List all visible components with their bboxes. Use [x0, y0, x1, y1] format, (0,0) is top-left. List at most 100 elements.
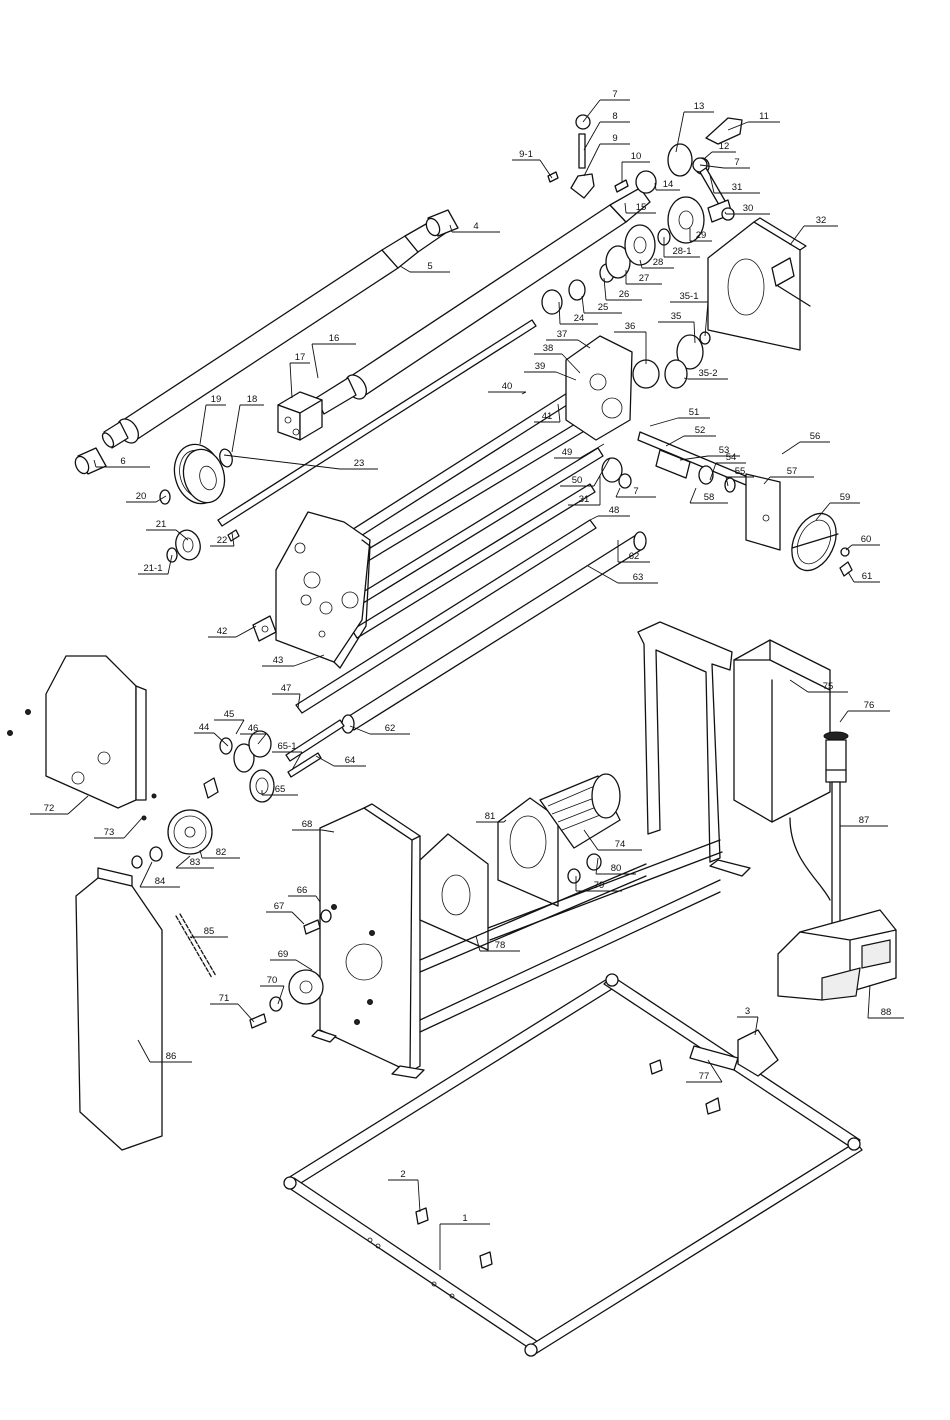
- clamp-parts: [548, 115, 628, 198]
- callout: 14: [655, 179, 680, 190]
- callout-label: 70: [267, 975, 278, 986]
- callout: 40: [488, 381, 526, 394]
- callout-label: 60: [861, 534, 872, 545]
- callout-label: 10: [631, 151, 642, 162]
- callout-label: 31: [579, 494, 590, 505]
- callout-label: 66: [297, 885, 308, 896]
- callout-label: 64: [345, 755, 356, 766]
- callout: 25: [582, 296, 622, 313]
- callout-label: 74: [615, 839, 626, 850]
- callout: 67: [266, 901, 304, 924]
- callout-label: 9-1: [519, 149, 533, 160]
- callout-label: 51: [689, 407, 700, 418]
- callout-label: 39: [535, 361, 546, 372]
- callout-label: 17: [295, 352, 306, 363]
- callout-label: 44: [199, 722, 210, 733]
- callout-label: 36: [625, 321, 636, 332]
- callout-label: 8: [612, 111, 617, 122]
- callout-label: 63: [633, 572, 644, 583]
- chain-part: [176, 914, 216, 978]
- callout-label: 9: [612, 133, 617, 144]
- callout-leader-line: [200, 405, 206, 444]
- callout: 27: [626, 270, 662, 284]
- small-sprocket-part: [250, 910, 331, 1028]
- callout-label: 37: [557, 329, 568, 340]
- callout-label: 32: [816, 215, 827, 226]
- callout: 3: [737, 1006, 758, 1035]
- callout-leader-line: [868, 985, 870, 1018]
- callout-label: 3: [745, 1006, 750, 1017]
- large-gear-part: [168, 439, 234, 509]
- callout-leader-line: [68, 796, 88, 814]
- callout: 56: [782, 431, 830, 454]
- motor-plate-part: [420, 834, 488, 950]
- callout-label: 28-1: [672, 246, 691, 257]
- callout-leader-line: [294, 655, 324, 666]
- callout-label: 62: [385, 723, 396, 734]
- control-box-part: [734, 640, 830, 900]
- callout-label: 7: [633, 486, 638, 497]
- callout-leader-line: [690, 488, 696, 503]
- sprocket-parts: [204, 731, 274, 802]
- callout-leader-line: [400, 266, 410, 272]
- callout-leader-line: [848, 572, 854, 582]
- callout: 43: [262, 655, 324, 666]
- callout-label: 6: [120, 456, 125, 467]
- callout-leader-line: [846, 545, 852, 550]
- callout-label: 16: [329, 333, 340, 344]
- callout: 82: [200, 847, 240, 858]
- callout-leader-line: [418, 1180, 420, 1212]
- callout: 12: [705, 141, 736, 158]
- callout-label: 76: [864, 700, 875, 711]
- callout-label: 24: [574, 313, 585, 324]
- callout-label: 22: [217, 535, 228, 546]
- callout-label: 26: [619, 289, 630, 300]
- callout: 35-2: [684, 368, 728, 379]
- callout-label: 56: [810, 431, 821, 442]
- callout-label: 52: [695, 425, 706, 436]
- callout-label: 88: [881, 1007, 892, 1018]
- callout-leader-line: [290, 363, 292, 398]
- callout-leader-line: [582, 296, 584, 313]
- callout: 2: [388, 1169, 420, 1212]
- callout-leader-line: [292, 912, 304, 924]
- callout-label: 65-1: [277, 741, 296, 752]
- callout: 16: [312, 333, 356, 378]
- callout-label: 7: [734, 157, 739, 168]
- callout-label: 29: [696, 230, 707, 241]
- callout: 88: [868, 985, 904, 1018]
- callout: 19: [200, 394, 226, 444]
- callout: 18: [232, 394, 264, 452]
- block-part: [253, 616, 276, 641]
- callout-label: 69: [278, 949, 289, 960]
- callout-label: 21: [156, 519, 167, 530]
- callout-label: 31: [732, 182, 743, 193]
- callout: 52: [666, 425, 716, 446]
- frame-plate-part: [320, 804, 420, 1072]
- callout-leader-line: [540, 160, 552, 178]
- callout-label: 82: [216, 847, 227, 858]
- callout: 51: [650, 407, 710, 426]
- callout-leader-line: [782, 442, 800, 454]
- callout-label: 50: [572, 475, 583, 486]
- callout-label: 77: [699, 1071, 710, 1082]
- callout-label: 4: [473, 221, 478, 232]
- callout: 69: [270, 949, 312, 970]
- callout-label: 75: [823, 681, 834, 692]
- callout-leader-line: [124, 818, 142, 838]
- callout-leader-line: [140, 862, 152, 887]
- callout-leader-line: [316, 756, 334, 766]
- callout-label: 35: [671, 311, 682, 322]
- callout-label: 1: [462, 1213, 467, 1224]
- callout: 71: [210, 993, 254, 1022]
- callout-label: 12: [719, 141, 730, 152]
- callout-label: 7: [612, 89, 617, 100]
- callout-label: 57: [787, 466, 798, 477]
- callout-label: 84: [155, 876, 166, 887]
- callout: 48: [590, 505, 630, 520]
- callout: 80: [596, 858, 636, 874]
- callout: 60: [846, 534, 880, 550]
- callout-label: 73: [104, 827, 115, 838]
- callout-label: 30: [743, 203, 754, 214]
